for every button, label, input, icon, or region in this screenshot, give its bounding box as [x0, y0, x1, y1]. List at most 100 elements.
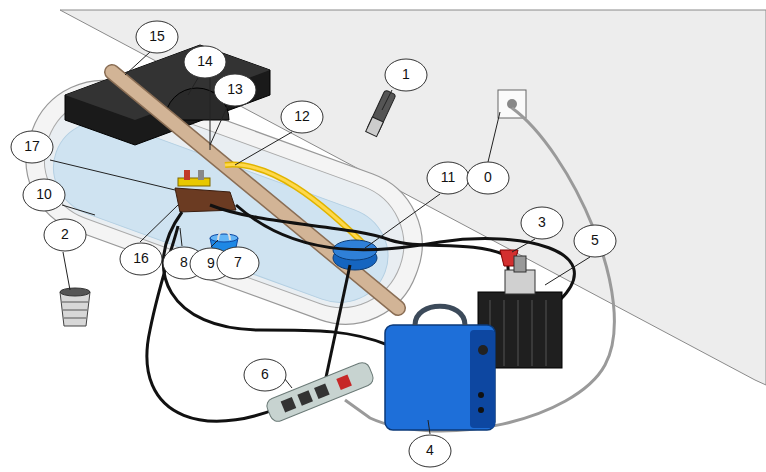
switch [336, 374, 352, 390]
cup-ring [62, 302, 88, 303]
callout-number: 8 [180, 255, 188, 270]
welder-socket [478, 392, 484, 398]
pipe [112, 72, 398, 308]
terminal [184, 170, 190, 180]
callout-number: 15 [149, 29, 165, 44]
bucket-handle [218, 231, 230, 240]
welder-body [385, 325, 495, 430]
callout-circle: 17 [10, 130, 54, 164]
callout-ellipse [521, 207, 563, 239]
leader-lines [50, 52, 590, 434]
callout-number: 17 [24, 139, 40, 154]
callout-number: 14 [197, 54, 213, 69]
callout-circle: 6 [243, 358, 287, 392]
callout-ellipse [11, 131, 53, 163]
callout-ellipse [427, 162, 469, 194]
leader-line [188, 78, 198, 95]
leader-line [50, 160, 175, 190]
callout-number: 13 [227, 82, 243, 97]
leader-line [180, 228, 182, 246]
fin [546, 300, 547, 366]
callout-number: 1 [402, 67, 410, 82]
callout-number: 2 [61, 227, 69, 242]
callout-ellipse [281, 101, 323, 133]
welder-side [470, 330, 495, 428]
callout-circle: 11 [426, 161, 470, 195]
leader-line [211, 240, 218, 247]
callout-ellipse [574, 225, 616, 257]
refractometer [366, 90, 396, 137]
callout-number: 10 [36, 187, 52, 202]
leader-line [365, 194, 440, 248]
callout-ellipse [244, 359, 286, 391]
callout-number: 12 [294, 109, 310, 124]
leader-line [235, 132, 292, 165]
callout-ellipse [467, 162, 509, 194]
wall-socket [498, 90, 526, 118]
callout-circle: 10 [22, 178, 66, 212]
hose [225, 165, 370, 250]
callout-number: 3 [538, 215, 546, 230]
callout-ellipse [214, 74, 256, 106]
outlet [314, 383, 330, 399]
refractometer-prism [366, 117, 384, 137]
fin [504, 300, 505, 366]
welder-knob [478, 345, 488, 355]
callout-circle: 7 [216, 246, 260, 280]
socket-hole [507, 99, 517, 109]
terminal [198, 170, 204, 180]
cup-ring [64, 318, 86, 319]
cup-rim [60, 288, 90, 296]
welder-socket [478, 407, 484, 413]
callout-number: 0 [484, 170, 492, 185]
leader-line [125, 52, 150, 75]
leader-line [210, 78, 211, 150]
callout-number: 9 [207, 256, 215, 271]
black-block [65, 45, 270, 145]
brown-holder [175, 188, 236, 212]
cup-ring [63, 310, 87, 311]
fin [518, 300, 519, 366]
callout-ellipse [120, 243, 162, 275]
callout-ellipse [44, 219, 86, 251]
callout-ellipse [184, 46, 226, 78]
cup-stack [60, 288, 90, 326]
leader-line [428, 420, 430, 434]
callout-circle: 13 [213, 73, 257, 107]
callout-circle: 4 [408, 434, 452, 468]
cup [60, 292, 90, 326]
callout-circle: 2 [43, 218, 87, 252]
callout-ellipse [385, 59, 427, 91]
pipe-edge [112, 72, 398, 308]
relay [505, 270, 535, 294]
callout-number: 4 [426, 443, 434, 458]
callout-circle: 16 [119, 242, 163, 276]
fin [532, 300, 533, 366]
leader-line [488, 112, 500, 162]
welder-handle [415, 306, 465, 325]
cable [325, 265, 350, 382]
sample-plate [178, 178, 210, 186]
leader-line [512, 239, 535, 252]
callout-circle: 1 [384, 58, 428, 92]
callout-number: 16 [133, 251, 149, 266]
relay-knob [514, 256, 526, 272]
callout-circle: 12 [280, 100, 324, 134]
outlet [297, 390, 313, 406]
leader-line [140, 205, 178, 242]
outlet [281, 397, 297, 413]
callout-circle: 5 [573, 224, 617, 258]
callout-circle: 3 [520, 206, 564, 240]
callout-ellipse [409, 435, 451, 467]
leader-line [545, 257, 590, 285]
callout-ellipse [136, 21, 178, 53]
leader-line [63, 252, 70, 290]
callout-circle: 0 [466, 161, 510, 195]
cable [210, 205, 505, 255]
leader-line [62, 205, 95, 215]
callout-number: 5 [591, 233, 599, 248]
callout-circle: 15 [135, 20, 179, 54]
